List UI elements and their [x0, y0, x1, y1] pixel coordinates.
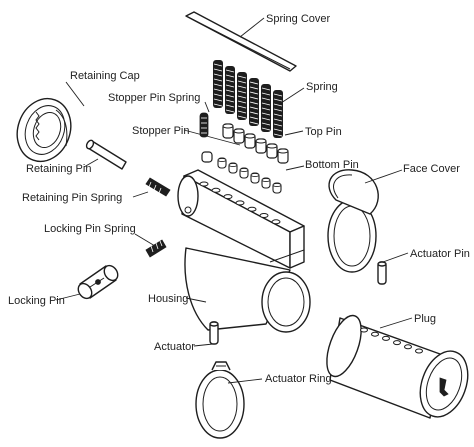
spring-part — [213, 60, 283, 138]
label-stopper-pin-spring: Stopper Pin Spring — [108, 92, 200, 104]
label-bottom-pin: Bottom Pin — [305, 159, 359, 171]
stopper-pin-spring-part — [199, 112, 209, 138]
actuator-part — [209, 321, 219, 345]
retaining-pin-spring-part — [145, 177, 171, 197]
retaining-cap-part — [16, 97, 72, 163]
label-actuator-ring: Actuator Ring — [265, 373, 332, 385]
spring-cover-part — [185, 11, 297, 72]
label-locking-pin-spring: Locking Pin Spring — [44, 223, 136, 235]
label-spring: Spring — [306, 81, 338, 93]
label-housing: Housing — [148, 293, 188, 305]
label-spring-cover: Spring Cover — [266, 13, 331, 25]
label-retaining-pin: Retaining Pin — [26, 163, 91, 175]
top-pin-part — [201, 123, 289, 164]
label-retaining-cap: Retaining Cap — [70, 70, 140, 82]
label-stopper-pin: Stopper Pin — [132, 125, 189, 137]
label-top-pin: Top Pin — [305, 126, 342, 138]
leader-lines — [55, 17, 413, 384]
locking-pin-spring-part — [145, 239, 167, 258]
face-cover-part — [327, 169, 379, 273]
retaining-pin-part — [85, 139, 127, 170]
actuator-pin-part — [377, 261, 387, 285]
bottom-pin-part — [217, 157, 282, 194]
labels: Spring Cover Retaining Cap Spring Stoppe… — [8, 13, 470, 385]
actuator-ring-part — [195, 361, 245, 439]
label-face-cover: Face Cover — [403, 163, 460, 175]
label-locking-pin: Locking Pin — [8, 295, 65, 307]
locking-pin-part — [77, 264, 119, 300]
label-plug: Plug — [414, 313, 436, 325]
label-actuator: Actuator — [154, 341, 195, 353]
label-actuator-pin: Actuator Pin — [410, 248, 470, 260]
housing-part — [177, 169, 311, 333]
label-retaining-pin-spring: Retaining Pin Spring — [22, 192, 122, 204]
plug-part — [326, 314, 469, 419]
